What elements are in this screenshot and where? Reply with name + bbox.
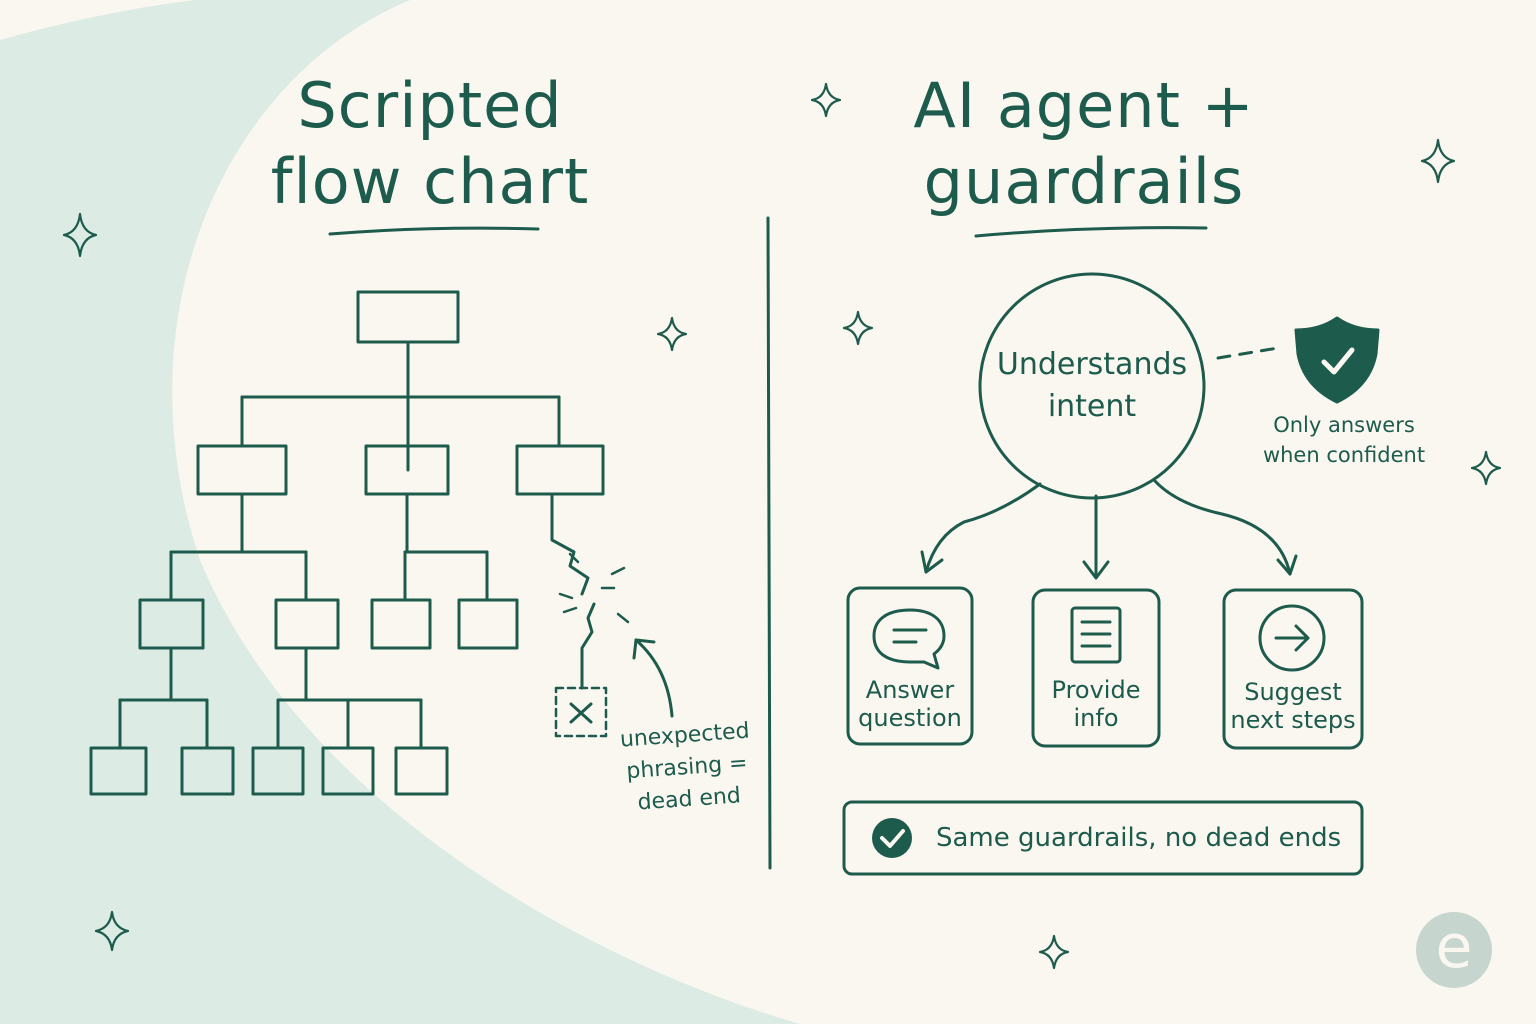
intent-label: Understands intent bbox=[992, 344, 1192, 428]
left-title-underline bbox=[328, 226, 540, 236]
dead-end-arrow-head bbox=[632, 638, 656, 660]
flowchart-box-l3-c bbox=[251, 746, 305, 796]
option-card-info bbox=[1031, 588, 1161, 748]
flowchart-box-l1-b bbox=[364, 444, 450, 496]
right-title-underline bbox=[974, 226, 1208, 238]
flowchart-box-l2-a bbox=[138, 598, 205, 650]
flowchart-box-l2-c bbox=[370, 598, 432, 650]
dead-end-note: unexpected phrasing = dead end bbox=[609, 715, 765, 821]
option-info-line1: Provide bbox=[1051, 676, 1141, 704]
intent-label-line1: Understands bbox=[996, 347, 1188, 382]
arrow-to-next-steps bbox=[1152, 478, 1292, 576]
intent-label-line2: intent bbox=[1047, 389, 1137, 424]
flowchart-box-l1-a bbox=[196, 444, 288, 496]
sparkle-icon bbox=[1420, 138, 1456, 184]
dead-end-box bbox=[554, 686, 608, 738]
confidence-note-line2: when confident bbox=[1262, 443, 1426, 467]
option-card-answer bbox=[846, 586, 974, 746]
flowchart-connectors bbox=[118, 340, 596, 750]
sparkle-icon bbox=[94, 910, 130, 952]
option-next-line2: next steps bbox=[1230, 706, 1356, 734]
confidence-note-line1: Only answers bbox=[1273, 413, 1415, 437]
flowchart-box-l2-d bbox=[457, 598, 519, 650]
flowchart-box-l3-b bbox=[180, 746, 235, 796]
shield-connector bbox=[1216, 346, 1280, 360]
option-info-line2: info bbox=[1073, 704, 1119, 732]
right-title: AI agent + guardrails bbox=[896, 68, 1272, 220]
sparkle-icon bbox=[1470, 450, 1502, 486]
flowchart-box-l3-a bbox=[89, 746, 148, 796]
x-icon bbox=[569, 702, 593, 724]
confidence-note: Only answers when confident bbox=[1254, 410, 1434, 470]
flowchart-box-l3-e bbox=[394, 746, 449, 796]
option-next-label: Suggest next steps bbox=[1224, 678, 1362, 734]
arrow-to-answer bbox=[924, 482, 1042, 574]
sparkle-icon bbox=[810, 82, 842, 118]
right-title-line1: AI agent + bbox=[913, 69, 1255, 142]
dead-end-arrow bbox=[634, 638, 674, 718]
right-title-line2: guardrails bbox=[923, 145, 1245, 218]
option-card-next bbox=[1222, 588, 1364, 750]
arrow-circle-icon bbox=[1258, 604, 1326, 672]
option-answer-line2: question bbox=[858, 704, 962, 732]
sparkle-icon bbox=[842, 310, 874, 346]
intent-circle bbox=[978, 272, 1206, 500]
crack-burst bbox=[558, 552, 630, 624]
sparkle-icon bbox=[656, 316, 688, 352]
flowchart-box-l1-c bbox=[515, 444, 605, 496]
option-answer-line1: Answer bbox=[865, 676, 955, 704]
check-circle-icon bbox=[872, 818, 912, 858]
option-next-line1: Suggest bbox=[1244, 678, 1342, 706]
flowchart-box-l3-d bbox=[321, 746, 375, 796]
left-title-line2: flow chart bbox=[270, 145, 590, 218]
shield-check-icon bbox=[1294, 316, 1380, 404]
e-logo-icon bbox=[1416, 912, 1492, 988]
banner-box bbox=[842, 800, 1364, 876]
sparkle-group bbox=[62, 82, 1502, 970]
flowchart-root-box bbox=[356, 290, 460, 344]
sparkle-icon bbox=[62, 212, 98, 258]
left-title: Scripted flow chart bbox=[240, 68, 620, 220]
option-answer-label: Answer question bbox=[848, 676, 972, 732]
chat-bubble-icon bbox=[872, 608, 946, 670]
document-icon bbox=[1070, 606, 1122, 664]
flowchart-box-l2-b bbox=[274, 598, 340, 650]
option-info-label: Provide info bbox=[1033, 676, 1159, 732]
background-swoosh bbox=[0, 0, 800, 1024]
banner-text: Same guardrails, no dead ends bbox=[936, 823, 1342, 853]
center-divider bbox=[766, 216, 772, 870]
sparkle-icon bbox=[1038, 934, 1070, 970]
left-title-line1: Scripted bbox=[297, 69, 563, 142]
